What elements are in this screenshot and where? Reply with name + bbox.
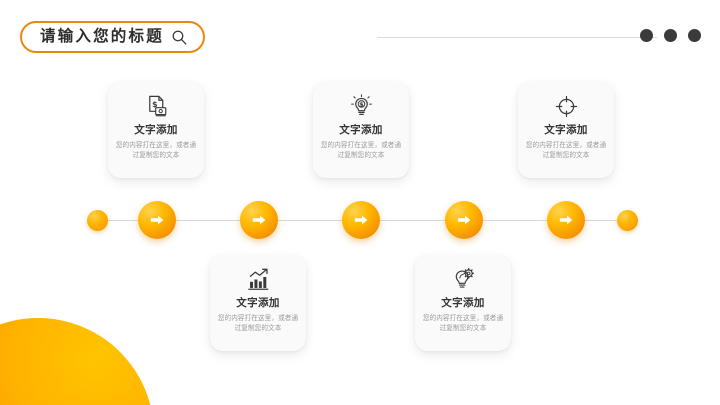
- card-body-text: 您的内容打在这里，或者通过复制您的文本: [422, 314, 504, 332]
- timeline-node-3[interactable]: [342, 201, 380, 239]
- card-body-text: 您的内容打在这里，或者通过复制您的文本: [217, 314, 299, 332]
- title-pill[interactable]: 请输入您的标题: [20, 21, 205, 53]
- arrow-right-icon: [557, 211, 575, 229]
- target-crosshair-icon: [553, 93, 579, 119]
- card-title: 文字添加: [339, 124, 383, 136]
- card-title: 文字添加: [544, 124, 588, 136]
- header-dot-3: [688, 29, 701, 42]
- card-title: 文字添加: [236, 297, 280, 309]
- arrow-right-icon: [352, 211, 370, 229]
- header-dot-2: [664, 29, 677, 42]
- content-card-4[interactable]: 文字添加 您的内容打在这里，或者通过复制您的文本: [210, 255, 306, 351]
- search-icon[interactable]: [171, 29, 188, 46]
- content-card-1[interactable]: $ 文字添加 您的内容打在这里，或者通过复制您的文本: [108, 82, 204, 178]
- timeline-node-1[interactable]: [138, 201, 176, 239]
- timeline-end-cap: [617, 210, 638, 231]
- header-dot-1: [640, 29, 653, 42]
- timeline-start-cap: [87, 210, 108, 231]
- content-card-2[interactable]: $ 文字添加 您的内容打在这里，或者通过复制您的文本: [313, 82, 409, 178]
- card-body-text: 您的内容打在这里，或者通过复制您的文本: [320, 141, 402, 159]
- content-card-3[interactable]: 文字添加 您的内容打在这里，或者通过复制您的文本: [518, 82, 614, 178]
- corner-blob-decoration: [0, 318, 154, 405]
- header-dots-group: [640, 29, 701, 42]
- card-body-text: 您的内容打在这里，或者通过复制您的文本: [115, 141, 197, 159]
- arrow-right-icon: [148, 211, 166, 229]
- header-divider-line: [377, 37, 657, 38]
- timeline-node-5[interactable]: [547, 201, 585, 239]
- svg-text:$: $: [152, 99, 157, 108]
- arrow-right-icon: [250, 211, 268, 229]
- timeline-node-2[interactable]: [240, 201, 278, 239]
- svg-text:$: $: [359, 101, 363, 108]
- timeline-node-4[interactable]: [445, 201, 483, 239]
- card-body-text: 您的内容打在这里，或者通过复制您的文本: [525, 141, 607, 159]
- card-title: 文字添加: [134, 124, 178, 136]
- content-card-5[interactable]: 文字添加 您的内容打在这里，或者通过复制您的文本: [415, 255, 511, 351]
- money-document-icon: $: [143, 93, 169, 119]
- card-title: 文字添加: [441, 297, 485, 309]
- lightbulb-gear-icon: [450, 266, 476, 292]
- bar-chart-growth-icon: [245, 266, 271, 292]
- lightbulb-dollar-icon: $: [348, 93, 374, 119]
- arrow-right-icon: [455, 211, 473, 229]
- page-title: 请输入您的标题: [40, 28, 164, 46]
